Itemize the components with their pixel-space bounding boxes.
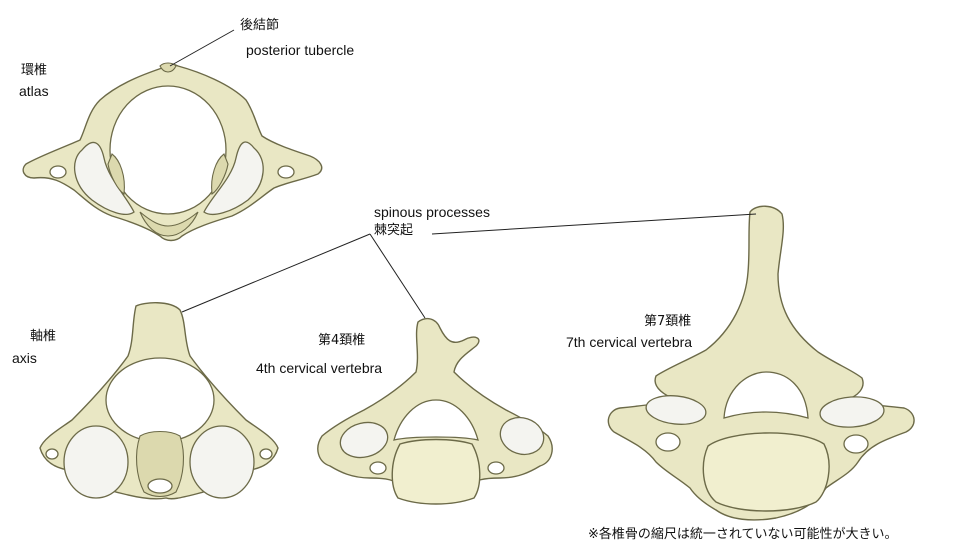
atlas-en-label: atlas	[19, 83, 49, 99]
c4-jp-label: 第4頚椎	[318, 333, 366, 348]
leader-axis-spinous	[181, 233, 371, 313]
axis-en-label: axis	[12, 350, 37, 366]
c4-en-label: 4th cervical vertebra	[256, 360, 383, 376]
posterior-tubercle-en-label: posterior tubercle	[246, 42, 355, 58]
c7-bone	[607, 205, 915, 521]
spinous-processes-jp-label: 棘突起	[374, 223, 414, 238]
scale-note: ※各椎骨の縮尺は統一されていない可能性が大きい。	[588, 527, 898, 542]
leader-lines	[169, 29, 757, 319]
leader-c4-spinous	[369, 233, 426, 319]
spinous-processes-en-label: spinous processes	[374, 204, 490, 220]
axis-bone	[39, 302, 279, 500]
c4-bone	[317, 317, 553, 505]
c7-en-label: 7th cervical vertebra	[566, 334, 693, 350]
atlas-jp-label: 環椎	[21, 63, 48, 78]
c7-jp-label: 第7頚椎	[644, 314, 692, 329]
leader-c7-spinous	[431, 213, 757, 235]
posterior-tubercle-jp-label: 後結節	[240, 18, 280, 33]
atlas-bone	[22, 62, 323, 242]
leader-posterior-tubercle	[169, 29, 235, 67]
axis-jp-label: 軸椎	[30, 329, 57, 344]
